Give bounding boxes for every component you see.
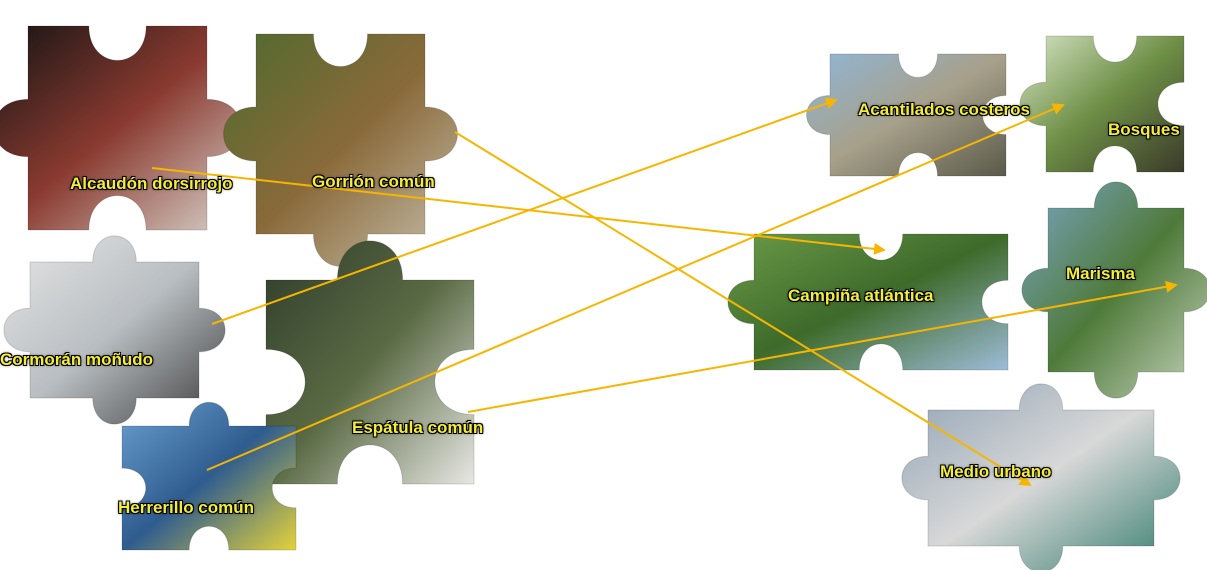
bird-piece-cormoran[interactable] [3, 235, 226, 425]
arrow-alcaudon-to-campina[interactable] [151, 167, 886, 255]
bird-piece-herrerillo[interactable] [121, 401, 297, 551]
bird-piece-gorrion[interactable] [223, 33, 458, 267]
habitat-piece-bosques[interactable] [1019, 35, 1185, 173]
habitat-piece-acantilados[interactable] [806, 53, 1007, 177]
arrow-espatula-to-marisma[interactable] [467, 280, 1178, 413]
habitat-piece-urbano[interactable] [901, 383, 1181, 570]
arrow-cormoran-to-acantilados[interactable] [211, 97, 838, 325]
habitat-piece-marisma[interactable] [1021, 181, 1207, 399]
arrow-herrerillo-to-bosques[interactable] [206, 103, 1065, 471]
habitat-piece-campina[interactable] [727, 233, 1009, 371]
connection-arrows [151, 97, 1178, 487]
arrow-gorrion-to-urbano[interactable] [454, 131, 1032, 487]
bird-piece-alcaudon[interactable] [0, 25, 242, 231]
bird-piece-espatula[interactable] [265, 240, 475, 485]
